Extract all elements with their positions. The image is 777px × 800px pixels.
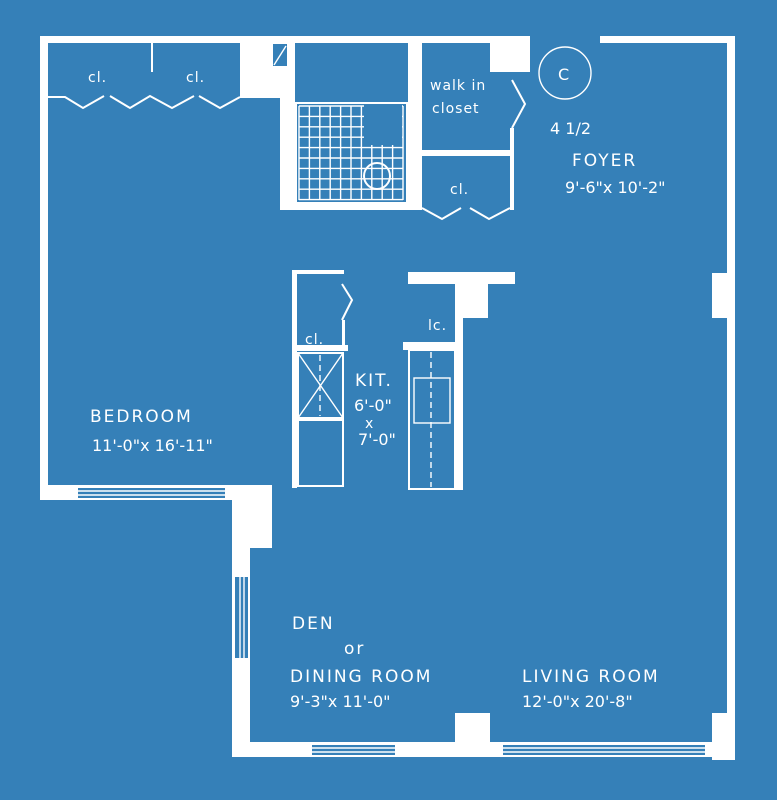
kitchen-x: x	[365, 416, 374, 432]
kitchen-dim2: 7'-0"	[358, 430, 396, 449]
closet-doors	[48, 42, 527, 321]
den-dims: 9'-3"x 11'-0"	[290, 692, 391, 711]
kitchen-fixtures	[297, 349, 456, 490]
kitchen-closet-label: cl.	[305, 332, 324, 348]
walk-in-closet-label-1: walk in	[430, 78, 486, 94]
foyer-name: FOYER	[572, 151, 637, 171]
kitchen-dim1: 6'-0"	[354, 396, 392, 415]
foyer-closet-label: cl.	[450, 182, 469, 198]
foyer-dims: 9'-6"x 10'-2"	[565, 178, 666, 197]
unit-letter: C	[558, 65, 569, 84]
linen-closet-label: lc.	[428, 318, 447, 334]
unit-letter-circle	[538, 46, 592, 100]
windows	[78, 488, 705, 755]
walk-in-closet-label-2: closet	[432, 101, 480, 117]
bath-tile-grid	[298, 105, 404, 201]
bedroom-closet-left-label: cl.	[88, 70, 107, 86]
unit-type: 4 1/2	[550, 119, 591, 138]
kitchen-name: KIT.	[355, 371, 393, 391]
living-room-name: LIVING ROOM	[522, 667, 660, 687]
den-name: DEN	[292, 614, 335, 634]
living-room-dims: 12'-0"x 20'-8"	[522, 692, 633, 711]
bathroom	[295, 102, 408, 204]
den-or: or	[344, 639, 365, 659]
dining-room-name: DINING ROOM	[290, 667, 432, 687]
bedroom-dims: 11'-0"x 16'-11"	[92, 436, 213, 455]
bedroom-closet-right-label: cl.	[186, 70, 205, 86]
bedroom-name: BEDROOM	[90, 407, 193, 427]
